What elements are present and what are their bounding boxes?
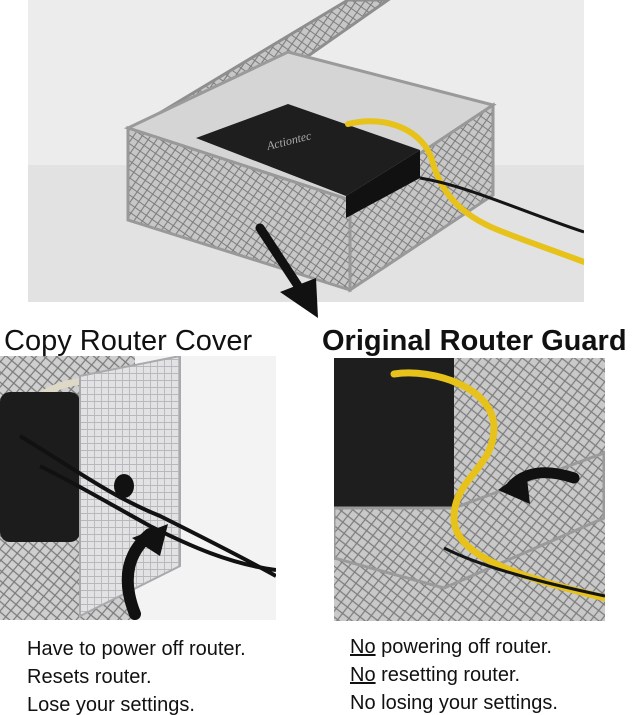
pointer-arrow-icon [255,223,318,318]
original-guard-photo [334,358,605,621]
copy-router-cover-title: Copy Router Cover [4,325,253,357]
benefit-emphasis: No [350,664,376,686]
benefit-line: No resetting router. [350,661,558,689]
original-guard-benefits: No powering off router. No resetting rou… [350,633,558,715]
drawback-line: Lose your settings. [27,694,195,715]
top-product-photo: Actiontec [28,0,584,302]
benefit-text: No losing your settings. [350,692,558,714]
benefit-emphasis: No [350,636,376,658]
copy-cover-photo [0,356,276,620]
benefit-text: resetting router. [375,664,521,686]
benefit-text: powering off router. [375,636,552,658]
copy-cover-drawbacks: Have to power off router. Resets router.… [27,635,246,715]
drawback-line: Resets router. [27,666,152,688]
benefit-line: No powering off router. [350,633,558,661]
drawback-line: Have to power off router. [27,638,246,660]
original-router-guard-title: Original Router Guard [322,325,627,357]
benefit-line: No losing your settings. [350,689,558,715]
